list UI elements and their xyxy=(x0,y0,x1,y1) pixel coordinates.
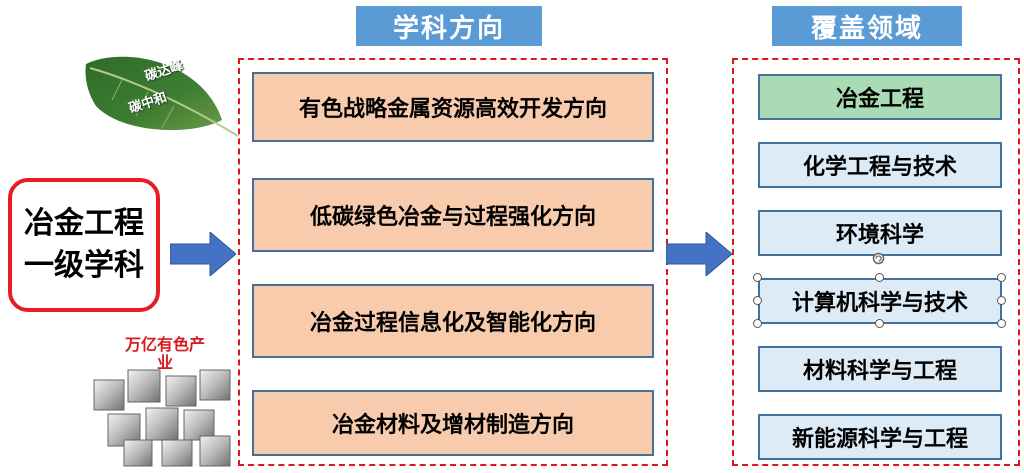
discipline-line-2: 一级学科 xyxy=(24,248,144,283)
field-item-3: 环境科学 xyxy=(758,210,1002,256)
direction-item-4: 冶金材料及增材制造方向 xyxy=(252,390,654,456)
direction-item-2: 低碳绿色冶金与过程强化方向 xyxy=(252,178,654,252)
header-directions: 学科方向 xyxy=(356,6,542,46)
arrow-right-icon xyxy=(665,230,733,278)
resize-handle-s[interactable] xyxy=(875,319,884,328)
discipline-box: 冶金工程 一级学科 xyxy=(8,178,160,312)
arrow-right-icon xyxy=(169,230,237,278)
field-item-2: 化学工程与技术 xyxy=(758,142,1002,188)
resize-handle-se[interactable] xyxy=(997,319,1006,328)
discipline-line-1: 冶金工程 xyxy=(24,206,144,241)
fields-container xyxy=(732,58,1020,466)
field-item-4-selected[interactable]: 计算机科学与技术 xyxy=(758,278,1002,324)
resize-handle-ne[interactable] xyxy=(997,273,1006,282)
direction-item-3: 冶金过程信息化及智能化方向 xyxy=(252,284,654,358)
field-item-6: 新能源科学与工程 xyxy=(758,414,1002,460)
cubes-label: 万亿有色产业 xyxy=(124,335,205,372)
resize-handle-e[interactable] xyxy=(997,296,1006,305)
resize-handle-sw[interactable] xyxy=(753,319,762,328)
resize-handle-w[interactable] xyxy=(753,296,762,305)
resize-handle-nw[interactable] xyxy=(753,273,762,282)
direction-item-1: 有色战略金属资源高效开发方向 xyxy=(252,72,654,142)
rotate-handle-icon[interactable] xyxy=(872,250,885,265)
resize-handle-n[interactable] xyxy=(875,273,884,282)
field-item-1: 冶金工程 xyxy=(758,74,1002,120)
leaf-image: 碳达峰 碳中和 xyxy=(82,50,242,138)
header-fields: 覆盖领域 xyxy=(772,6,962,46)
field-item-5: 材料科学与工程 xyxy=(758,346,1002,392)
metal-cubes-image: 万亿有色产业 xyxy=(88,336,238,468)
